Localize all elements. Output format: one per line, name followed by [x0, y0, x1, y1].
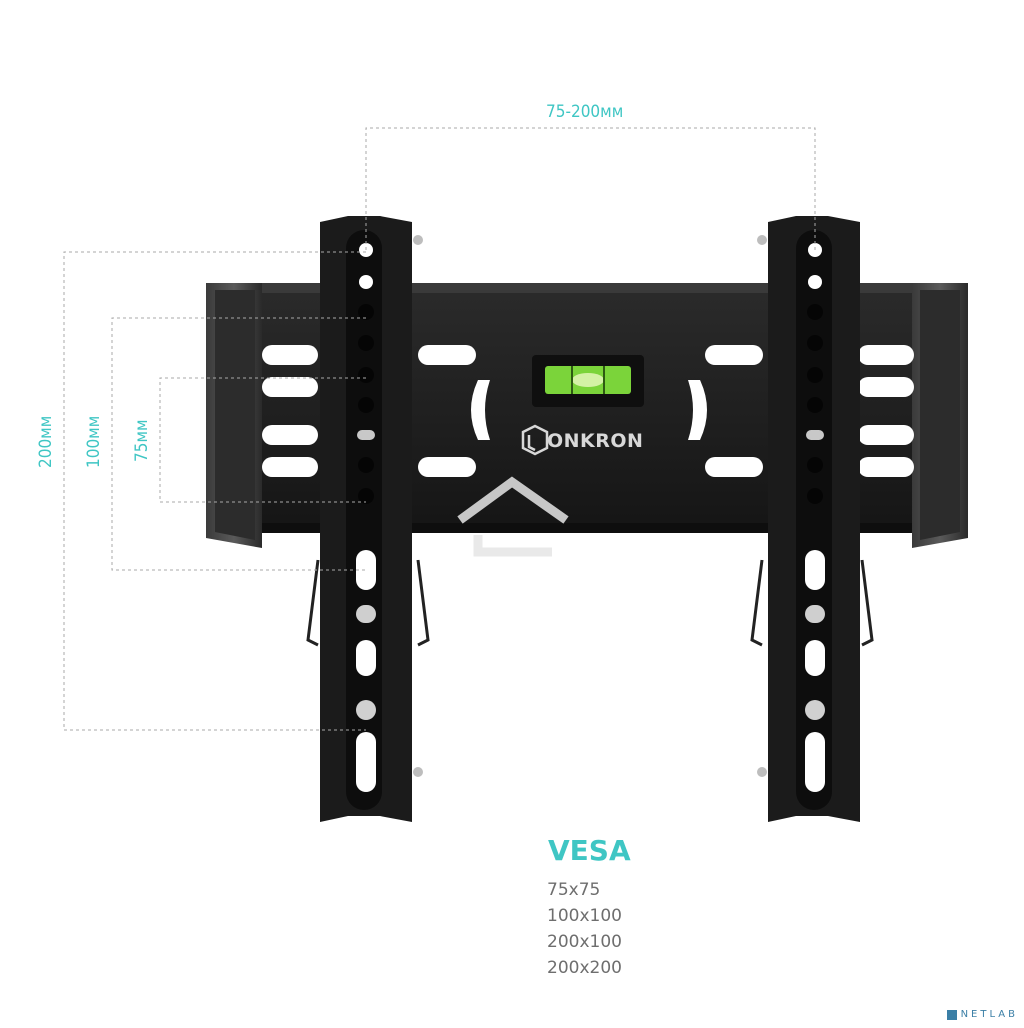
plate-slots [262, 345, 914, 477]
vertical-dimension-label-100: 100мм [84, 415, 104, 468]
horizontal-dimension-label: 75-200мм [546, 102, 624, 122]
onkron-logo-mark [521, 424, 549, 456]
netlab-logo-icon [946, 1009, 957, 1020]
house-watermark-icon [457, 476, 569, 557]
vesa-size-item: 75x75 [547, 880, 601, 900]
bubble-level [532, 355, 644, 407]
vesa-size-list: 75x75 100x100 200x100 200x200 [547, 877, 622, 981]
vertical-dimension-label-75: 75мм [132, 419, 152, 462]
vesa-size-item: 100x100 [547, 906, 622, 926]
left-end-cap [206, 283, 262, 548]
vesa-size-item: 200x200 [547, 958, 622, 978]
brand-name: ONKRON [547, 430, 644, 452]
right-end-cap [912, 283, 968, 548]
dimension-lines [63, 127, 816, 731]
right-vertical-arm [750, 216, 874, 822]
vesa-size-item: 200x100 [547, 932, 622, 952]
vertical-dimension-label-200: 200мм [36, 415, 56, 468]
left-vertical-arm [306, 216, 430, 822]
netlab-watermark: NETLAB [946, 1009, 1018, 1020]
netlab-watermark-text: NETLAB [960, 1009, 1018, 1020]
vesa-title: VESA [548, 834, 631, 867]
